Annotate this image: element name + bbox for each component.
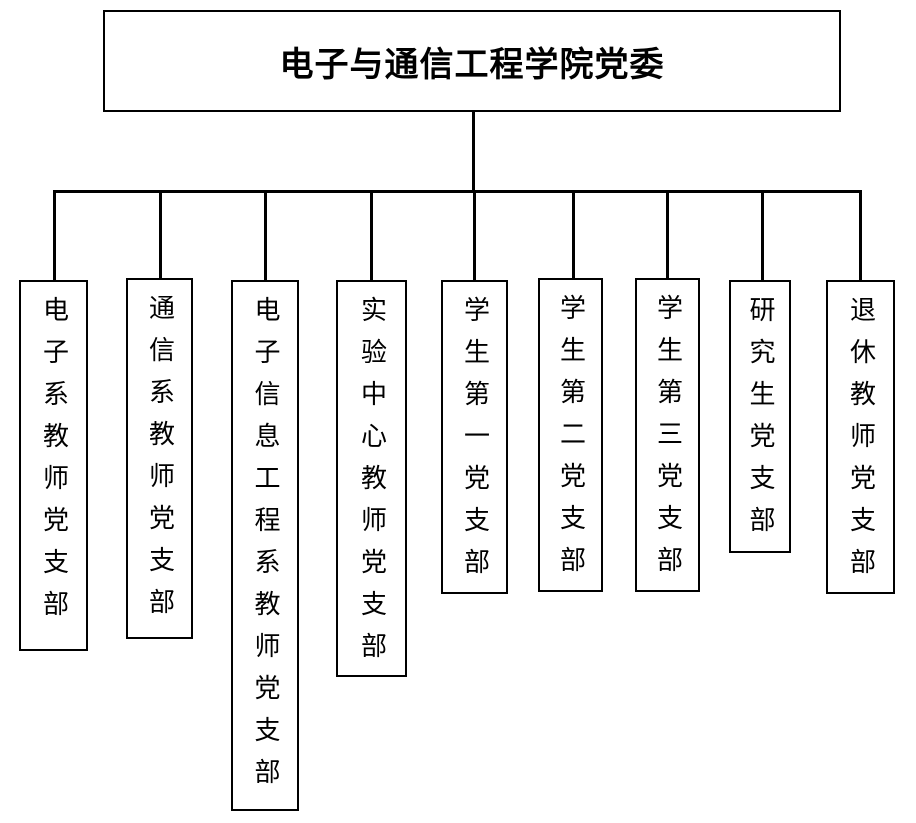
branch-node-communications-faculty: 通信系教师党支部 — [126, 278, 193, 639]
branch-label: 研究生党支部 — [745, 296, 775, 548]
branch-connector — [370, 190, 373, 280]
trunk-connector — [472, 112, 475, 192]
branch-label: 学生第三党支部 — [652, 294, 683, 588]
branch-connector — [572, 190, 575, 280]
branch-node-student-second: 学生第二党支部 — [538, 278, 603, 592]
branch-connector — [264, 190, 267, 280]
branch-label: 实验中心教师党支部 — [356, 296, 387, 674]
branch-label: 电子系教师党支部 — [38, 296, 69, 632]
branch-connector — [53, 190, 56, 280]
branch-label: 电子信息工程系教师党支部 — [250, 296, 280, 800]
branch-label: 学生第一党支部 — [459, 296, 490, 590]
branch-node-lab-center-faculty: 实验中心教师党支部 — [336, 280, 407, 677]
root-title: 电子与通信工程学院党委 — [279, 44, 665, 85]
branch-node-student-first: 学生第一党支部 — [441, 280, 508, 594]
root-node: 电子与通信工程学院党委 — [103, 10, 841, 112]
branch-connector — [666, 190, 669, 280]
branch-label: 学生第二党支部 — [555, 294, 586, 588]
branch-connector — [761, 190, 764, 282]
branch-label: 退休教师党支部 — [845, 296, 876, 590]
branch-node-eie-faculty: 电子信息工程系教师党支部 — [231, 280, 299, 811]
branch-label: 通信系教师党支部 — [144, 294, 175, 630]
branch-connector — [859, 190, 862, 282]
branch-connector — [159, 190, 162, 278]
branch-node-student-third: 学生第三党支部 — [635, 278, 700, 592]
branch-node-retired-faculty: 退休教师党支部 — [826, 280, 895, 594]
branch-node-graduate: 研究生党支部 — [729, 280, 791, 553]
horizontal-bus — [54, 190, 861, 193]
branch-node-electronics-faculty: 电子系教师党支部 — [19, 280, 88, 651]
branch-connector — [473, 190, 476, 280]
